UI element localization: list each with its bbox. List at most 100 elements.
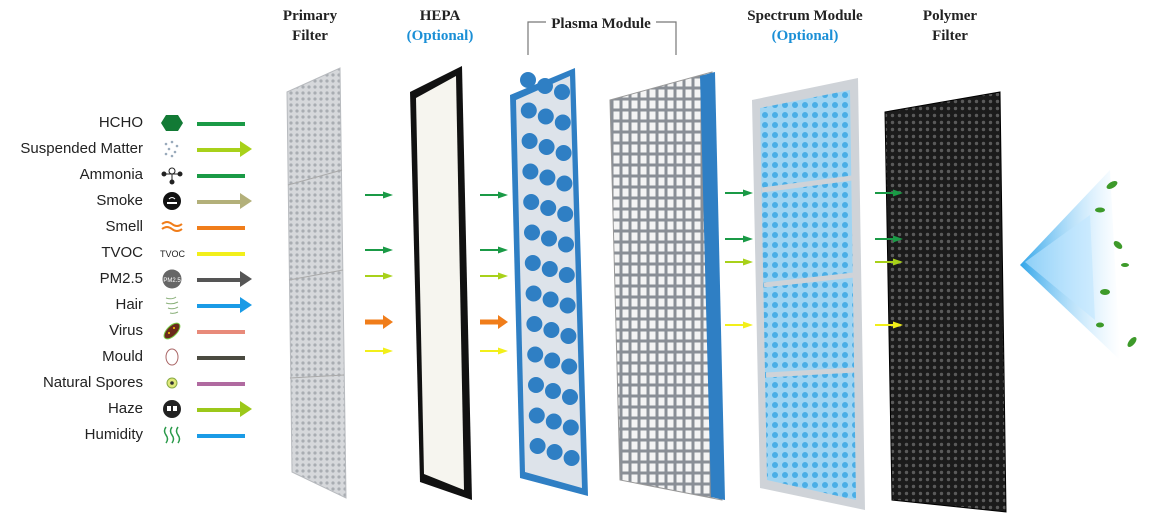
plasma-hole <box>558 236 574 253</box>
plasma-hole <box>520 72 536 88</box>
legend-item: HCHO <box>0 110 270 136</box>
spore-egg-icon <box>160 347 184 367</box>
header-hepa: HEPA(Optional) <box>406 8 474 44</box>
plasma-hole <box>562 419 579 436</box>
hexagon-icon <box>160 113 184 133</box>
plasma-hole <box>545 383 561 399</box>
hair-icon <box>160 295 184 315</box>
legend-item: Hair <box>0 292 270 318</box>
plasma-module-back <box>609 71 725 501</box>
spore-icon <box>160 373 184 393</box>
legend-label: PM2.5 <box>99 270 143 287</box>
flow-arrow <box>875 321 903 329</box>
legend-item: PM2.5 PM2.5 <box>0 266 270 292</box>
header-spectrum-module: Spectrum Module(Optional) <box>747 8 863 44</box>
flow-arrow <box>480 272 508 280</box>
plasma-hole <box>561 358 578 375</box>
plasma-hole <box>563 450 580 466</box>
legend-line <box>197 200 241 204</box>
molecule-icon <box>160 165 184 185</box>
arrow-head-icon <box>240 193 252 209</box>
bacteria-icon <box>160 321 184 341</box>
flow-arrow <box>365 272 393 280</box>
flow-arrow <box>365 347 393 355</box>
legend-label: TVOC <box>101 244 143 261</box>
legend-line <box>197 122 245 126</box>
legend-label: Hair <box>115 296 143 313</box>
primary-filter-panel <box>286 67 347 499</box>
flow-arrow <box>480 347 508 355</box>
plasma-hole <box>528 377 544 393</box>
legend-line <box>197 408 241 412</box>
tvoc-icon: TVOC <box>160 243 186 263</box>
legend-label: Mould <box>102 348 143 365</box>
legend-line <box>197 252 245 256</box>
flow-arrow <box>875 189 903 197</box>
plasma-hole <box>546 444 563 460</box>
plasma-hole <box>523 194 540 210</box>
plasma-hole <box>522 163 539 180</box>
legend-item: TVOC TVOC <box>0 240 270 266</box>
odor-waves-icon <box>160 217 184 237</box>
plasma-hole <box>542 291 559 308</box>
flow-arrow <box>725 321 753 329</box>
legend-item: Mould <box>0 344 270 370</box>
plasma-hole <box>545 413 562 430</box>
plasma-hole <box>554 114 571 131</box>
legend-line <box>197 304 241 308</box>
arrow-head-icon <box>240 271 252 287</box>
plasma-hole <box>541 261 558 277</box>
clean-air-stream <box>1020 170 1137 360</box>
particles-icon <box>160 139 184 159</box>
legend-line <box>197 148 241 152</box>
hepa-panel <box>410 66 472 500</box>
legend-item: Natural Spores <box>0 370 270 396</box>
arrow-head-icon <box>240 401 252 417</box>
plasma-hole <box>529 438 546 454</box>
legend-label: Humidity <box>84 426 143 443</box>
plasma-hole <box>559 297 576 314</box>
plasma-hole <box>555 145 572 161</box>
plasma-hole <box>521 133 538 149</box>
plasma-hole <box>539 169 556 186</box>
plasma-hole <box>544 352 561 369</box>
svg-text:PM2.5: PM2.5 <box>163 278 181 284</box>
legend-label: Smell <box>105 218 143 235</box>
plasma-hole <box>524 224 540 241</box>
flow-arrow <box>365 246 393 254</box>
arrow-head-icon <box>240 297 252 313</box>
flow-arrow <box>875 258 903 266</box>
header-plasma-module: Plasma Module <box>546 14 656 34</box>
plasma-hole <box>557 206 574 222</box>
plasma-hole <box>538 139 555 155</box>
flow-arrow <box>725 235 753 243</box>
legend-label: Suspended Matter <box>20 140 143 157</box>
flow-arrow <box>480 315 508 329</box>
polymer-filter-panel <box>884 91 1007 513</box>
plasma-hole <box>541 230 557 247</box>
legend-label: Virus <box>109 322 143 339</box>
legend-item: Smoke <box>0 188 270 214</box>
legend-item: Humidity <box>0 422 270 448</box>
flow-arrow <box>480 246 508 254</box>
plasma-hole <box>560 328 577 344</box>
plasma-hole <box>528 407 545 424</box>
flow-arrow <box>725 189 753 197</box>
plasma-hole <box>525 285 542 302</box>
legend-label: Haze <box>107 400 143 417</box>
plasma-hole <box>537 78 553 94</box>
flow-arrow <box>480 191 508 199</box>
plasma-hole <box>558 267 575 283</box>
plasma-hole <box>543 322 560 338</box>
legend-label: Natural Spores <box>42 374 143 391</box>
legend-item: Suspended Matter <box>0 136 270 162</box>
spectrum-module-panel <box>752 78 865 510</box>
arrow-head-icon <box>240 141 252 157</box>
plasma-hole <box>540 200 557 216</box>
legend-label: HCHO <box>98 114 143 131</box>
svg-text:TVOC: TVOC <box>160 249 186 259</box>
legend-line <box>197 382 245 386</box>
flow-arrow <box>365 191 393 199</box>
legend-item: Smell <box>0 214 270 240</box>
